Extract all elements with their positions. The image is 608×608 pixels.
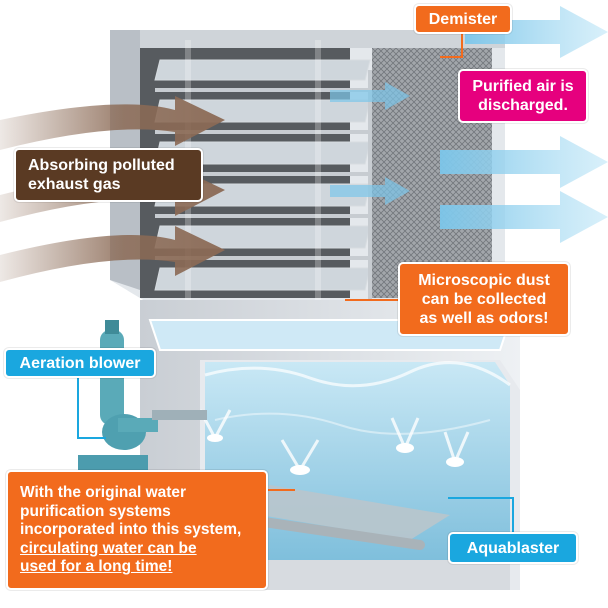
arrow-right-icon [465,6,608,58]
aquablaster-label-text: Aquablaster [466,540,560,557]
water-purification-callout: With the original water purification sys… [6,470,268,590]
arrow-right-icon [440,191,608,243]
water-line-2: purification systems [20,502,171,520]
arrow-right-icon [0,96,225,150]
purified-line-2: discharged. [478,96,568,114]
aquablaster-callout: Aquablaster [448,532,578,564]
dust-callout: Microscopic dust can be collected as wel… [398,262,570,336]
purified-line-1: Purified air is [472,78,574,95]
demister-callout: Demister [414,4,512,34]
purified-air-callout: Purified air is discharged. [458,69,588,123]
absorbing-line-1: Absorbing polluted [28,157,175,174]
arrow-right-icon [330,177,410,205]
arrow-right-icon [330,82,410,110]
demister-label-text: Demister [428,11,498,28]
aeration-blower-callout: Aeration blower [4,348,156,378]
spray-pipes [155,70,372,340]
arrow-right-icon [0,226,225,282]
water-line-3: incorporated into this system, [20,521,242,539]
leader-lines [77,34,514,532]
water-line-1: With the original water [20,484,187,501]
aeration-label-text: Aeration blower [19,355,141,372]
arrow-right-icon [440,136,608,188]
dust-line-1: Microscopic dust [418,272,550,289]
dust-line-3: as well as odors! [419,309,549,327]
absorbing-line-2: exhaust gas [28,175,121,193]
water-line-5: used for a long time! [20,558,173,576]
purified-air-arrows [330,6,608,243]
absorbing-callout: Absorbing polluted exhaust gas [14,148,203,202]
dust-line-2: can be collected [421,290,547,308]
water-line-4: circulating water can be [20,539,197,557]
aquablaster-assembly [198,409,470,550]
